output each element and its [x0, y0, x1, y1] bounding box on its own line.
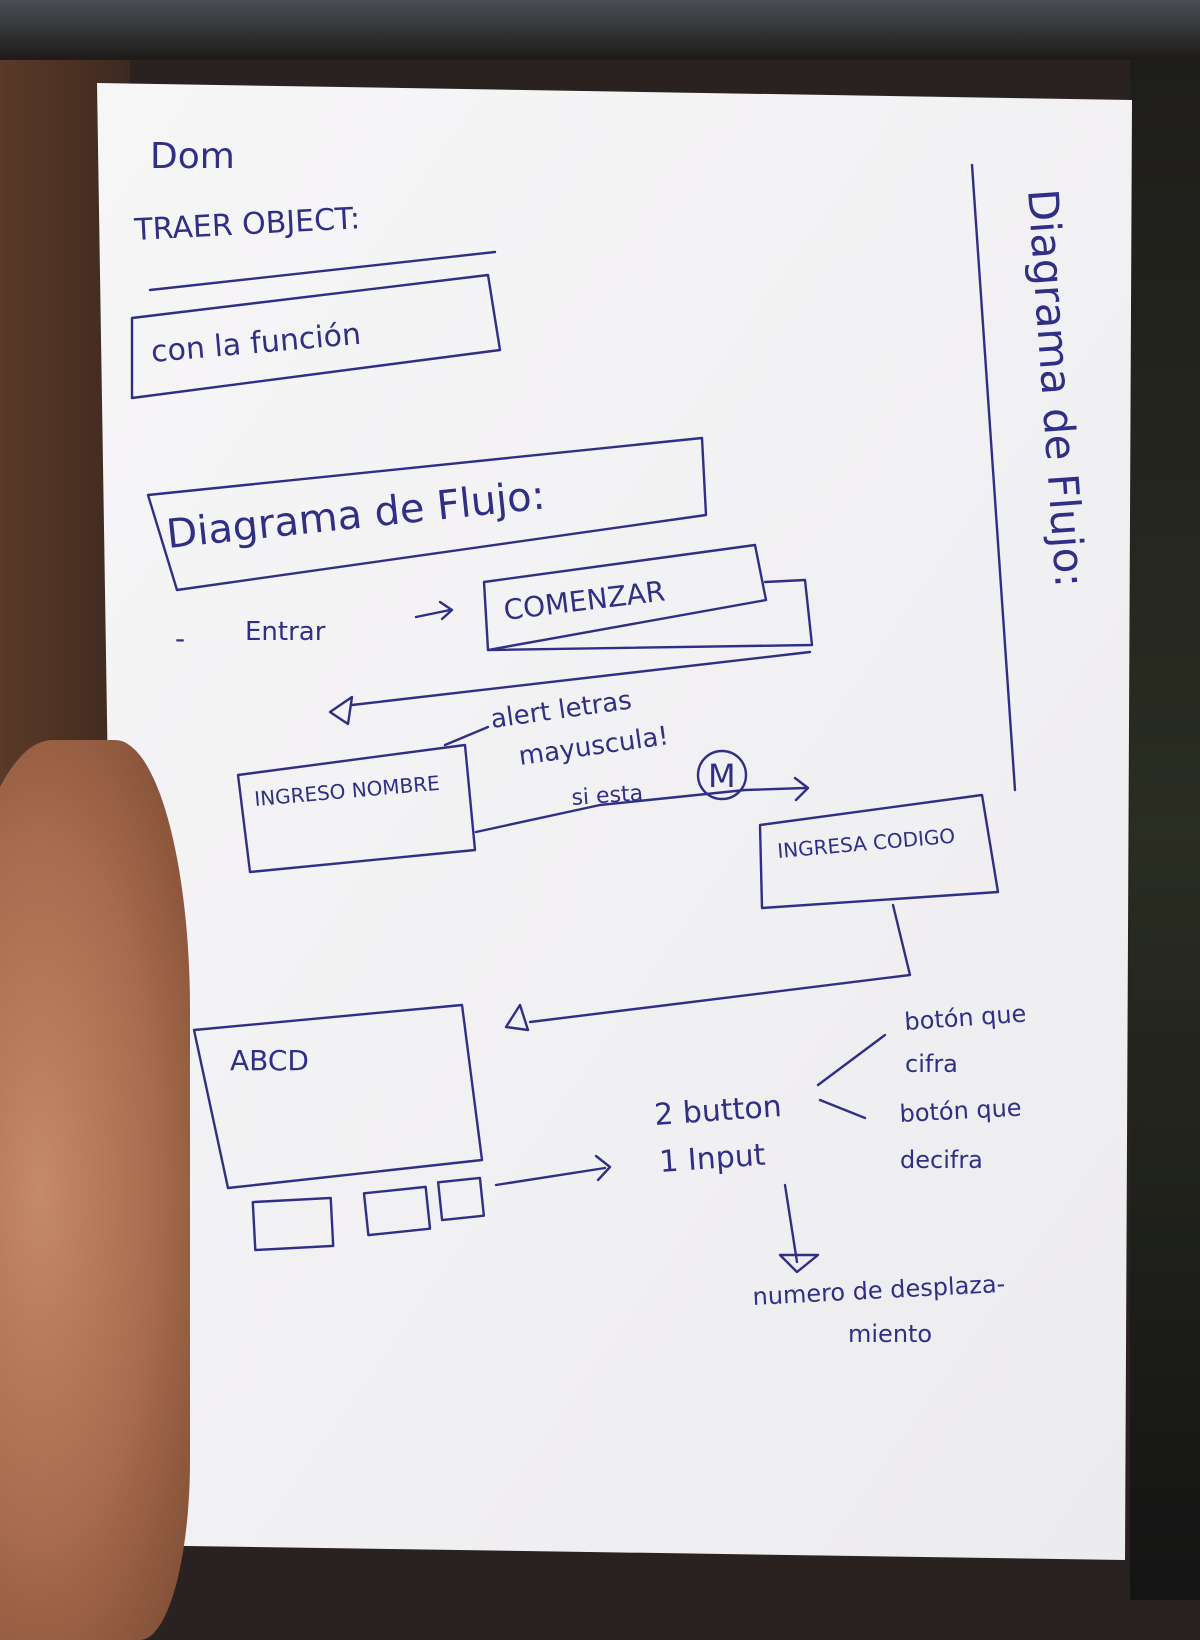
- dash-entrar: -: [175, 622, 185, 655]
- box-ingreso-nombre: [236, 743, 477, 874]
- arrowhead-abcd: [504, 1003, 530, 1032]
- label-si-esta: si esta: [571, 781, 644, 811]
- heading-dom: Dom: [150, 136, 235, 177]
- underline: [148, 250, 497, 292]
- paper-surface: [97, 83, 1132, 1560]
- box-abcd: [192, 1003, 484, 1190]
- branch-decifra: [818, 1098, 867, 1120]
- background-dark: [1130, 60, 1200, 1600]
- background-top: [0, 0, 1200, 60]
- arrow-to-ingreso: [350, 650, 812, 707]
- vertical-divider: [970, 163, 1017, 792]
- box-diagram-title: [146, 436, 708, 592]
- label-boton-cifra-2: cifra: [905, 1050, 958, 1078]
- button-sketch-1: [251, 1196, 335, 1252]
- label-1-input: 1 Input: [658, 1138, 767, 1180]
- box-ingresa-codigo: [758, 793, 1000, 910]
- arrow-to-abcd: [528, 903, 912, 1024]
- box-comenzar: [482, 543, 768, 652]
- arrow-to-codigo: [474, 776, 810, 834]
- m-badge-circle: [696, 749, 748, 801]
- alert-connector: [443, 725, 490, 747]
- arrow-to-numero: [778, 1183, 820, 1274]
- button-sketch-2: [362, 1185, 432, 1237]
- box-con-la-funcion: [130, 273, 502, 400]
- m-badge-letter: M: [708, 757, 736, 795]
- arrow-entrar: [414, 600, 454, 621]
- label-boton-decifra-1: botón que: [899, 1094, 1022, 1128]
- box-comenzar-back: [486, 578, 814, 652]
- hand-holding-paper: [0, 740, 190, 1640]
- input-sketch: [436, 1176, 486, 1222]
- label-boton-decifra-2: decifra: [900, 1146, 983, 1174]
- paper-sheet: Dom TRAER OBJECT: con la función Diagram…: [97, 83, 1132, 1560]
- label-numero-2: miento: [848, 1320, 932, 1348]
- arrow-to-controls: [494, 1154, 612, 1187]
- label-abcd: ABCD: [230, 1044, 309, 1077]
- arrowhead-left: [328, 695, 354, 726]
- branch-cifra: [816, 1033, 887, 1087]
- label-entrar: Entrar: [245, 617, 326, 647]
